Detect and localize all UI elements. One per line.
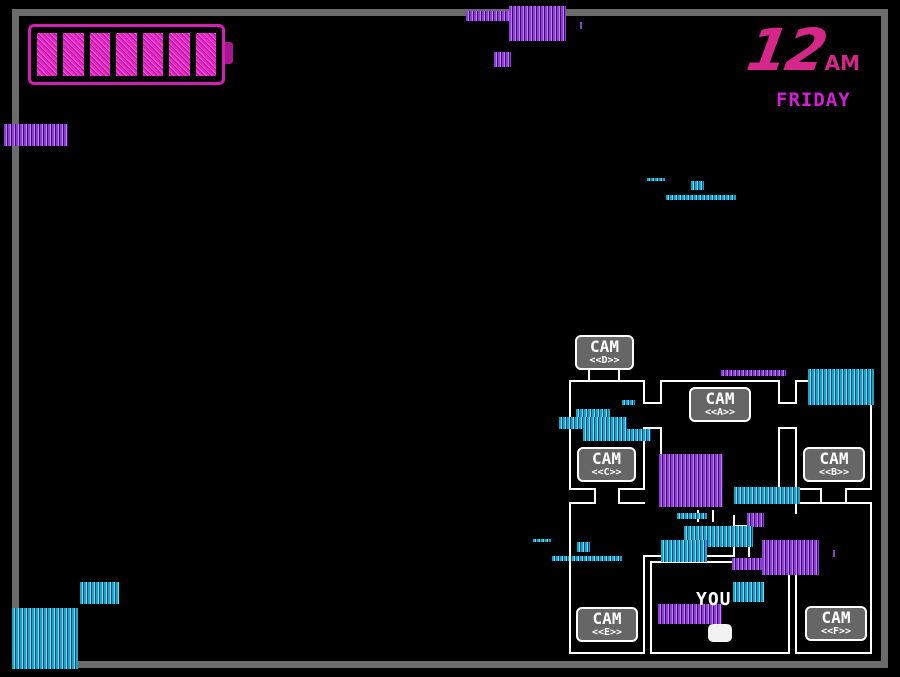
static-glitch [552, 556, 622, 561]
static-glitch [721, 370, 786, 376]
static-glitch [12, 608, 78, 669]
camera-title: CAM [592, 609, 622, 628]
static-glitch [533, 539, 551, 542]
camera-b-button[interactable]: CAM <<B>> [803, 447, 865, 482]
static-glitch [4, 124, 68, 146]
camera-monitor-frame [12, 9, 888, 668]
static-glitch [509, 6, 566, 41]
static-glitch [80, 582, 119, 604]
camera-d-button[interactable]: CAM <<D>> [575, 335, 634, 370]
camera-title: CAM [590, 337, 619, 356]
night-day-label: FRIDAY [776, 89, 851, 111]
static-glitch [559, 417, 627, 429]
static-glitch [661, 540, 707, 562]
static-glitch [580, 22, 582, 29]
battery-bars [37, 33, 216, 76]
clock-period: AM [824, 51, 860, 75]
camera-id: <<C>> [591, 467, 622, 478]
static-glitch [733, 582, 764, 602]
static-glitch [583, 429, 651, 441]
battery-bar [63, 33, 84, 76]
static-glitch [494, 52, 511, 67]
static-glitch [677, 513, 707, 519]
static-glitch [747, 513, 764, 527]
camera-title: CAM [819, 449, 849, 468]
battery-bar [116, 33, 137, 76]
battery-bar [142, 33, 164, 76]
static-glitch [577, 542, 590, 552]
camera-title: CAM [821, 608, 851, 627]
battery-bar [195, 33, 216, 76]
camera-title: CAM [592, 449, 621, 468]
static-glitch [666, 195, 736, 200]
camera-a-button[interactable]: CAM <<A>> [689, 387, 751, 422]
static-glitch [734, 487, 800, 504]
static-glitch [659, 454, 723, 507]
camera-f-button[interactable]: CAM <<F>> [805, 606, 867, 641]
battery-icon [28, 24, 225, 85]
static-glitch [466, 11, 510, 21]
camera-id: <<D>> [589, 355, 620, 366]
static-glitch [762, 540, 819, 575]
camera-title: CAM [705, 389, 735, 408]
static-glitch [576, 409, 610, 419]
static-glitch [622, 400, 635, 405]
camera-e-button[interactable]: CAM <<E>> [576, 607, 638, 642]
player-marker [708, 624, 732, 642]
battery-bar [169, 33, 190, 76]
static-glitch [658, 604, 722, 624]
battery-bar [37, 33, 58, 76]
battery-bar [89, 33, 111, 76]
static-glitch [647, 178, 665, 181]
camera-id: <<F>> [820, 626, 852, 637]
clock: 12AM [742, 16, 860, 84]
static-glitch [808, 369, 874, 405]
clock-hour: 12 [741, 16, 831, 84]
static-glitch [833, 550, 835, 557]
battery-tip [225, 42, 233, 64]
static-glitch [691, 181, 704, 190]
camera-id: <<B>> [818, 467, 850, 478]
camera-c-button[interactable]: CAM <<C>> [577, 447, 636, 482]
camera-id: <<E>> [591, 627, 623, 638]
player-location-label: YOU [696, 589, 732, 610]
camera-id: <<A>> [704, 407, 736, 418]
